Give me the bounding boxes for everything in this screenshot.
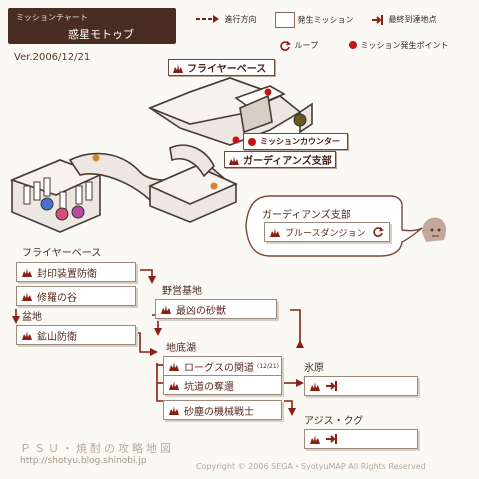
chart-connectors [12,269,304,416]
mission-icon [19,288,35,304]
mission-node-seal[interactable]: 封印装置防衛 [16,262,136,282]
map-label-mission-counter[interactable]: ミッションカウンター [243,133,348,150]
mission-node-rogue-date: (12/21) [257,362,279,370]
area-camp: 野営基地 [162,286,202,297]
legend-final-label: 最終到達地点 [388,15,437,24]
bubble-title: ガーディアンズ支部 [262,210,351,221]
legend-final: 最終到達地点 [370,14,437,28]
mission-node-mine[interactable]: 鉱山防衛 [16,325,136,345]
bubble-mission-node[interactable]: ブルースダンジョン [264,222,390,242]
mission-node-mine-label: 鉱山防衛 [37,331,77,343]
mission-node-beast[interactable]: 最凶の砂獣 [155,299,277,319]
mission-icon [166,402,182,418]
mission-node-tunnel[interactable]: 坑道の奪還 [163,375,282,395]
bubble-mission-label: ブルースダンジョン [285,228,366,239]
page-title: 惑星モトゥブ [68,28,134,41]
arrow-icon [196,15,219,23]
mission-node-seal-label: 封印装置防衛 [37,268,97,280]
subtitle: ミッションチャート [16,13,88,22]
mission-icon [166,377,182,393]
mission-point-icon [349,41,357,49]
mission-icon [158,301,174,317]
mission-node-shura-label: 修羅の谷 [37,292,77,304]
mission-node-sand[interactable]: 砂塵の機械戦士 [163,400,282,420]
site-url[interactable]: http://shotyu.blog.shinobi.jp [20,456,147,466]
map-label-guardians[interactable]: ガーディアンズ支部 [224,151,336,168]
map-label-mission-counter-text: ミッションカウンター [260,137,340,146]
legend-point: ミッション発生ポイント [348,40,449,52]
title-box: ミッションチャート 惑星モトゥブ [8,8,176,44]
area-ice-field: 氷原 [304,363,324,374]
copyright: Copyright © 2006 SEGA・SyotyuMAP All Righ… [196,462,426,471]
site-name: ＰＳＵ・焼酎の攻略地図 [20,442,174,455]
map-label-flyer-base-text: フライヤーベース [187,64,267,75]
mission-node-sand-label: 砂塵の機械戦士 [184,406,254,418]
mission-node-shura[interactable]: 修羅の谷 [16,286,136,306]
area-ajisu-kugu: アジス・クグ [304,416,364,427]
legend-mission-label: 発生ミッション [297,15,354,25]
mission-node-tunnel-label: 坑道の奪還 [184,381,234,393]
legend-mission: 発生ミッション [275,12,354,28]
final-point-icon [325,380,339,392]
map-label-flyer-base[interactable]: フライヤーベース [168,59,275,76]
mission-node-rogue[interactable]: ローグスの関道 (12/21) [163,356,282,376]
map-label-guardians-text: ガーディアンズ支部 [243,156,332,167]
mission-icon [166,358,182,374]
legend-direction-label: 進行方向 [224,15,257,24]
final-node-ajisu[interactable] [304,429,418,449]
mission-point-icon [248,137,256,146]
final-node-ice-field[interactable] [304,376,418,396]
area-flyer-base: フライヤーベース [22,248,102,259]
mascot-icon [418,214,450,246]
area-basin: 盆地 [22,312,42,323]
area-underground-lake: 地底湖 [166,343,196,354]
mission-icon [307,378,323,394]
mission-icon [19,327,35,343]
area-map [9,77,313,233]
legend-direction: 進行方向 [196,14,257,26]
legend-loop: ループ [278,40,318,54]
mission-node-rogue-label: ローグスの関道 [184,362,254,374]
legend-point-label: ミッション発生ポイント [360,41,449,50]
final-point-icon [325,433,339,445]
version-label: Ver.2006/12/21 [14,52,91,63]
legend-loop-label: ループ [294,41,319,50]
mission-icon [19,264,35,280]
mission-icon [307,431,323,447]
mission-node-beast-label: 最凶の砂獣 [176,305,226,317]
mission-square-icon [275,12,295,28]
